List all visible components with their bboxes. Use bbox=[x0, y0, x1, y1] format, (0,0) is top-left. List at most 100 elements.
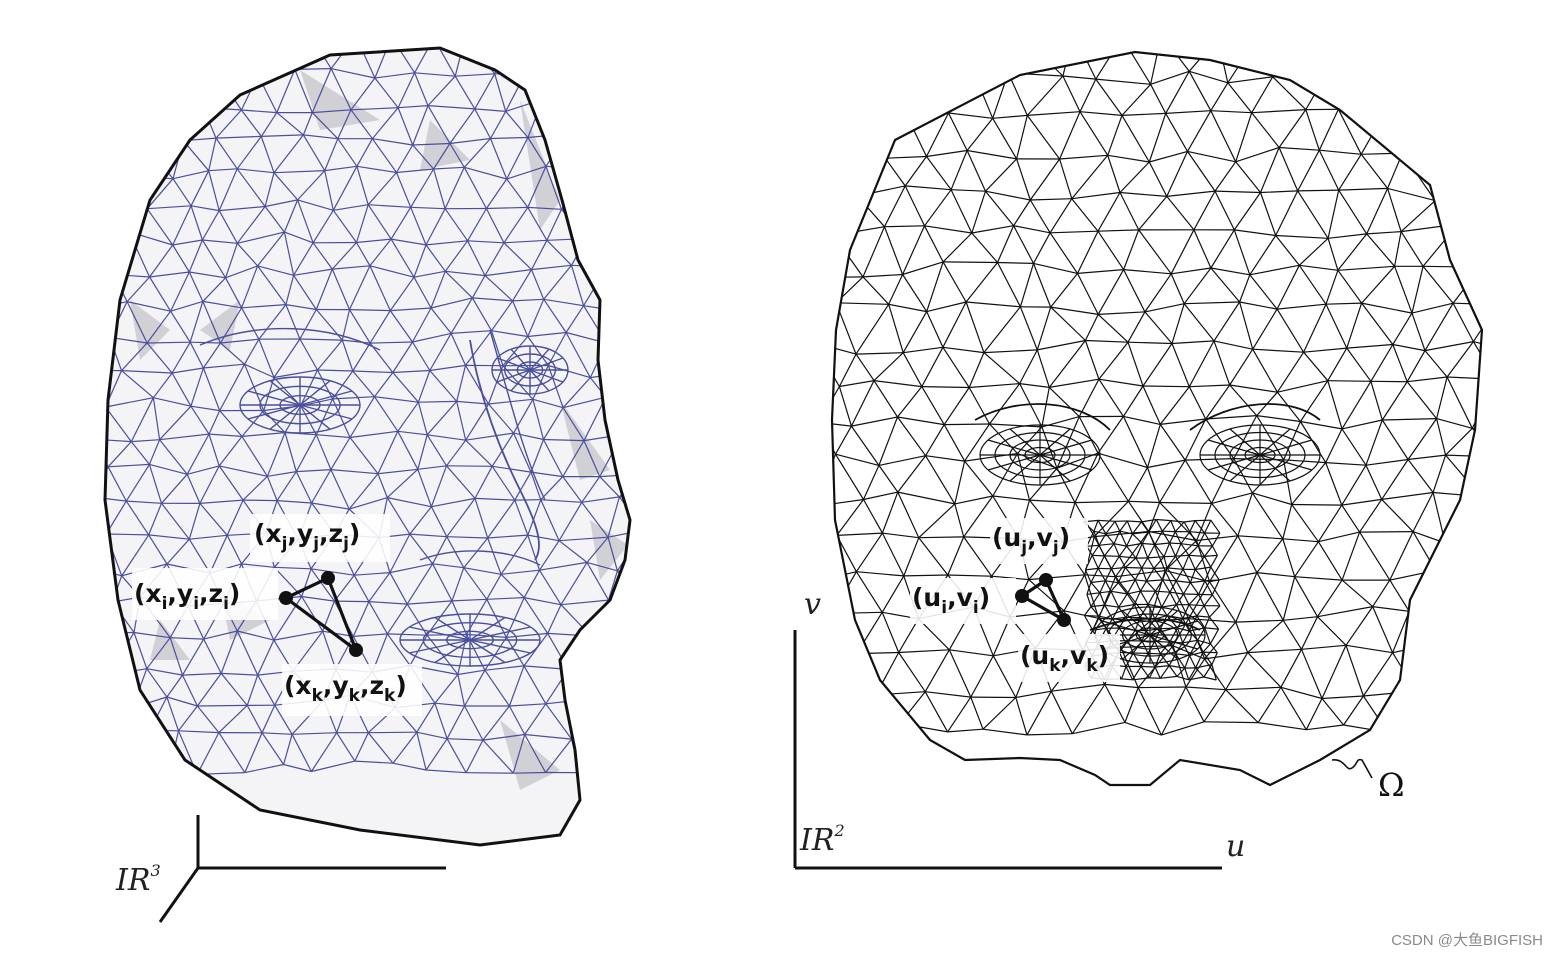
mesh-edge bbox=[970, 655, 994, 698]
mesh-edge bbox=[1521, 501, 1549, 538]
mesh-edge bbox=[925, 691, 971, 698]
mesh-edge bbox=[1327, 380, 1371, 382]
mesh-edge bbox=[1203, 605, 1211, 618]
mesh-edge bbox=[968, 387, 991, 425]
mesh-edge bbox=[1501, 120, 1514, 159]
mesh-edge bbox=[1211, 594, 1221, 607]
mesh-edge bbox=[641, 573, 655, 607]
mesh-edge bbox=[392, 731, 418, 764]
mesh-edge bbox=[487, 499, 516, 539]
mesh-edge bbox=[433, 166, 465, 170]
mesh-edge bbox=[865, 38, 910, 45]
axis-u-label: u bbox=[1226, 829, 1245, 864]
mesh-edge bbox=[1138, 196, 1168, 231]
mesh-edge bbox=[260, 136, 275, 173]
mesh-edge bbox=[1090, 568, 1099, 583]
mesh-edge bbox=[1132, 521, 1142, 535]
mesh-edge bbox=[1148, 519, 1157, 533]
mesh-edge bbox=[430, 297, 473, 309]
mesh-edge bbox=[163, 42, 209, 44]
mesh-edge bbox=[430, 465, 448, 507]
mesh-edge bbox=[397, 430, 428, 436]
mesh-edge bbox=[1444, 542, 1482, 575]
mesh-edge bbox=[983, 349, 1038, 354]
domain-label: Ω bbox=[1378, 766, 1405, 804]
mesh-edge bbox=[220, 338, 259, 344]
mesh-edge bbox=[1175, 593, 1185, 606]
mesh-edge bbox=[1318, 531, 1360, 543]
mesh-edge bbox=[1059, 154, 1108, 160]
mesh-edge bbox=[1148, 530, 1163, 533]
mesh-edge bbox=[1142, 343, 1173, 387]
mesh-edge bbox=[429, 364, 466, 372]
mesh-edge bbox=[368, 572, 391, 602]
mesh-edge bbox=[1341, 428, 1367, 466]
mesh-edge bbox=[1105, 580, 1119, 584]
mesh-edge bbox=[1062, 75, 1081, 112]
mesh-edge bbox=[261, 134, 304, 137]
vertex-2d-i bbox=[1015, 589, 1029, 603]
mesh-edge bbox=[832, 613, 858, 654]
mesh-edge bbox=[1501, 159, 1539, 160]
mesh-edge bbox=[482, 705, 510, 741]
mesh-edge bbox=[1107, 115, 1123, 156]
mesh-edge bbox=[1291, 503, 1342, 506]
mesh-edge bbox=[456, 365, 467, 402]
mesh-edge bbox=[311, 68, 332, 113]
mesh-edge bbox=[374, 396, 419, 403]
mesh-edge bbox=[971, 225, 1014, 234]
mesh-edge bbox=[1472, 193, 1482, 198]
mesh-edge bbox=[1204, 652, 1248, 660]
mesh-edge bbox=[1426, 85, 1452, 120]
mesh-edge bbox=[1394, 231, 1402, 267]
mesh-edge bbox=[1516, 377, 1547, 430]
mesh-edge bbox=[925, 424, 945, 457]
mesh-edge bbox=[451, 600, 468, 635]
mesh-edge bbox=[409, 533, 434, 565]
mesh-edge bbox=[856, 571, 904, 577]
mesh-edge bbox=[884, 225, 925, 228]
mesh-edge bbox=[1103, 543, 1115, 557]
mesh-edge bbox=[1362, 695, 1389, 733]
mesh-edge bbox=[607, 599, 624, 633]
mesh-edge bbox=[1387, 187, 1436, 202]
mesh-edge bbox=[482, 733, 525, 741]
mesh-edge bbox=[1090, 582, 1101, 594]
mesh-edge bbox=[1189, 531, 1199, 547]
mesh-edge bbox=[1161, 35, 1217, 39]
mesh-edge bbox=[1097, 452, 1129, 502]
mesh-edge bbox=[1150, 52, 1162, 85]
mesh-edge bbox=[1384, 52, 1411, 77]
mesh-edge bbox=[149, 244, 174, 278]
shaded-facet bbox=[150, 620, 190, 660]
mesh-spoke bbox=[1259, 439, 1313, 456]
mesh-edge bbox=[982, 728, 1028, 736]
mesh-edge bbox=[1447, 691, 1482, 694]
mesh-edge bbox=[311, 502, 350, 510]
mesh-edge bbox=[202, 301, 222, 344]
mesh-edge bbox=[463, 705, 484, 741]
triangle-2d: (uj,vj) (ui,vi) (uk,vk) bbox=[910, 518, 1120, 682]
mesh-edge bbox=[565, 305, 585, 333]
mesh-edge bbox=[623, 695, 630, 729]
mesh-edge bbox=[623, 673, 630, 697]
mesh-edge bbox=[425, 208, 446, 246]
mesh-edge bbox=[560, 599, 609, 606]
mesh-edge bbox=[1252, 308, 1278, 350]
mesh-edge bbox=[909, 38, 942, 47]
mesh-edge bbox=[431, 497, 476, 508]
mesh-edge bbox=[146, 310, 172, 344]
mesh-edge bbox=[1272, 52, 1305, 78]
mesh-edge bbox=[1303, 347, 1347, 353]
mesh-edge bbox=[105, 133, 116, 174]
mesh-edge bbox=[562, 476, 583, 503]
mesh-edge bbox=[947, 112, 968, 151]
mesh-edge bbox=[1366, 231, 1402, 235]
mesh-edge bbox=[1105, 520, 1116, 535]
mesh-edge bbox=[1079, 111, 1109, 156]
mesh-edge bbox=[658, 74, 677, 101]
mesh-edge bbox=[430, 506, 448, 537]
mesh-edge bbox=[208, 433, 243, 437]
mesh-edge bbox=[580, 766, 624, 774]
mesh-edge bbox=[1056, 452, 1099, 469]
